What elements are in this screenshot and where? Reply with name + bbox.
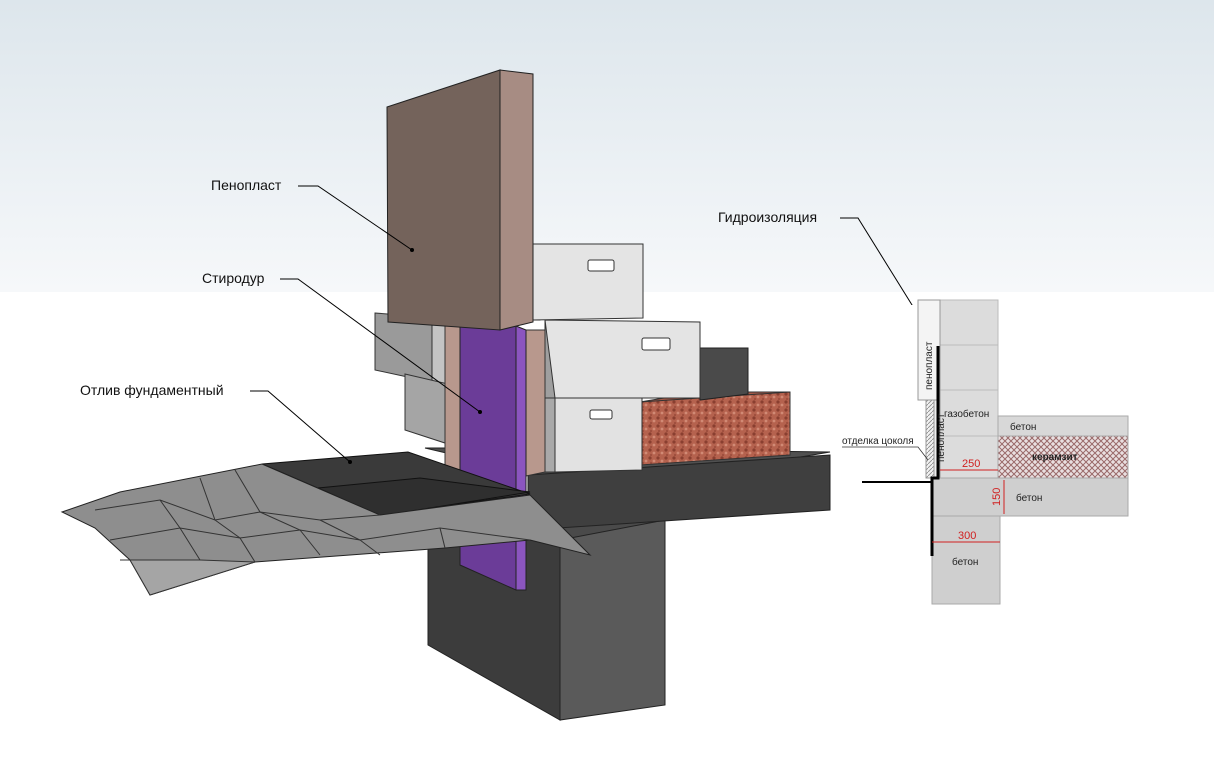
otdelka-hatch [925, 399, 935, 479]
gazobeton-wall [939, 299, 999, 483]
dim-150: 150 [991, 488, 1003, 506]
block-mid-front [544, 319, 701, 399]
beton-slab-text: бетон [1010, 421, 1036, 433]
leader-dot-styrodur [478, 410, 482, 414]
penoplast-bottom-text: пенопласт [936, 413, 947, 462]
penoplast-side [499, 69, 534, 331]
beton-footing-section [931, 515, 1001, 605]
block-top-handle [587, 259, 615, 272]
dim-300: 300 [958, 530, 976, 542]
styrodur-board [459, 325, 517, 591]
gazobeton-text: газобетон [944, 408, 989, 420]
otdelka-text: отделка цоколя [842, 436, 914, 447]
block-low-front [554, 397, 643, 473]
block-low-side [544, 397, 556, 473]
otdelka-leader [842, 446, 929, 461]
beton-base-text: бетон [1016, 492, 1042, 504]
block-mid-handle [641, 337, 671, 351]
leader-dot-otliv [348, 460, 352, 464]
beton-footing-text: бетон [952, 556, 978, 568]
label-penoplast: Пенопласт [211, 177, 282, 193]
otliv-shade [120, 559, 256, 596]
block-low-handle [589, 409, 613, 420]
leader-otliv [250, 390, 351, 463]
leader-dot-penoplast [410, 248, 414, 252]
leader-penoplast [298, 185, 413, 251]
penoplast-front [386, 69, 501, 331]
label-styrodur: Стиродур [202, 270, 265, 286]
keramzit-section [997, 435, 1129, 479]
leader-styrodur [280, 278, 481, 413]
label-otliv: Отлив фундаментный [80, 382, 224, 398]
styrodur-edge [515, 325, 527, 591]
dark-block [699, 347, 749, 401]
keramzit-front [639, 391, 791, 466]
label-hydro: Гидроизоляция [718, 209, 818, 225]
penoplast-top-text: пенопласт [924, 341, 935, 390]
otliv-facets [94, 469, 531, 563]
wall-band-right [525, 329, 546, 477]
hydro-line [930, 346, 940, 556]
foundation-3d-model [60, 69, 831, 721]
dim-250: 250 [962, 458, 980, 470]
block-top-front [532, 243, 644, 321]
sky-background [0, 0, 1214, 292]
keramzit-text: керамзит [1032, 452, 1078, 463]
cross-section: 250 150 300 пенопласт пенопласт газобето… [842, 299, 1131, 605]
